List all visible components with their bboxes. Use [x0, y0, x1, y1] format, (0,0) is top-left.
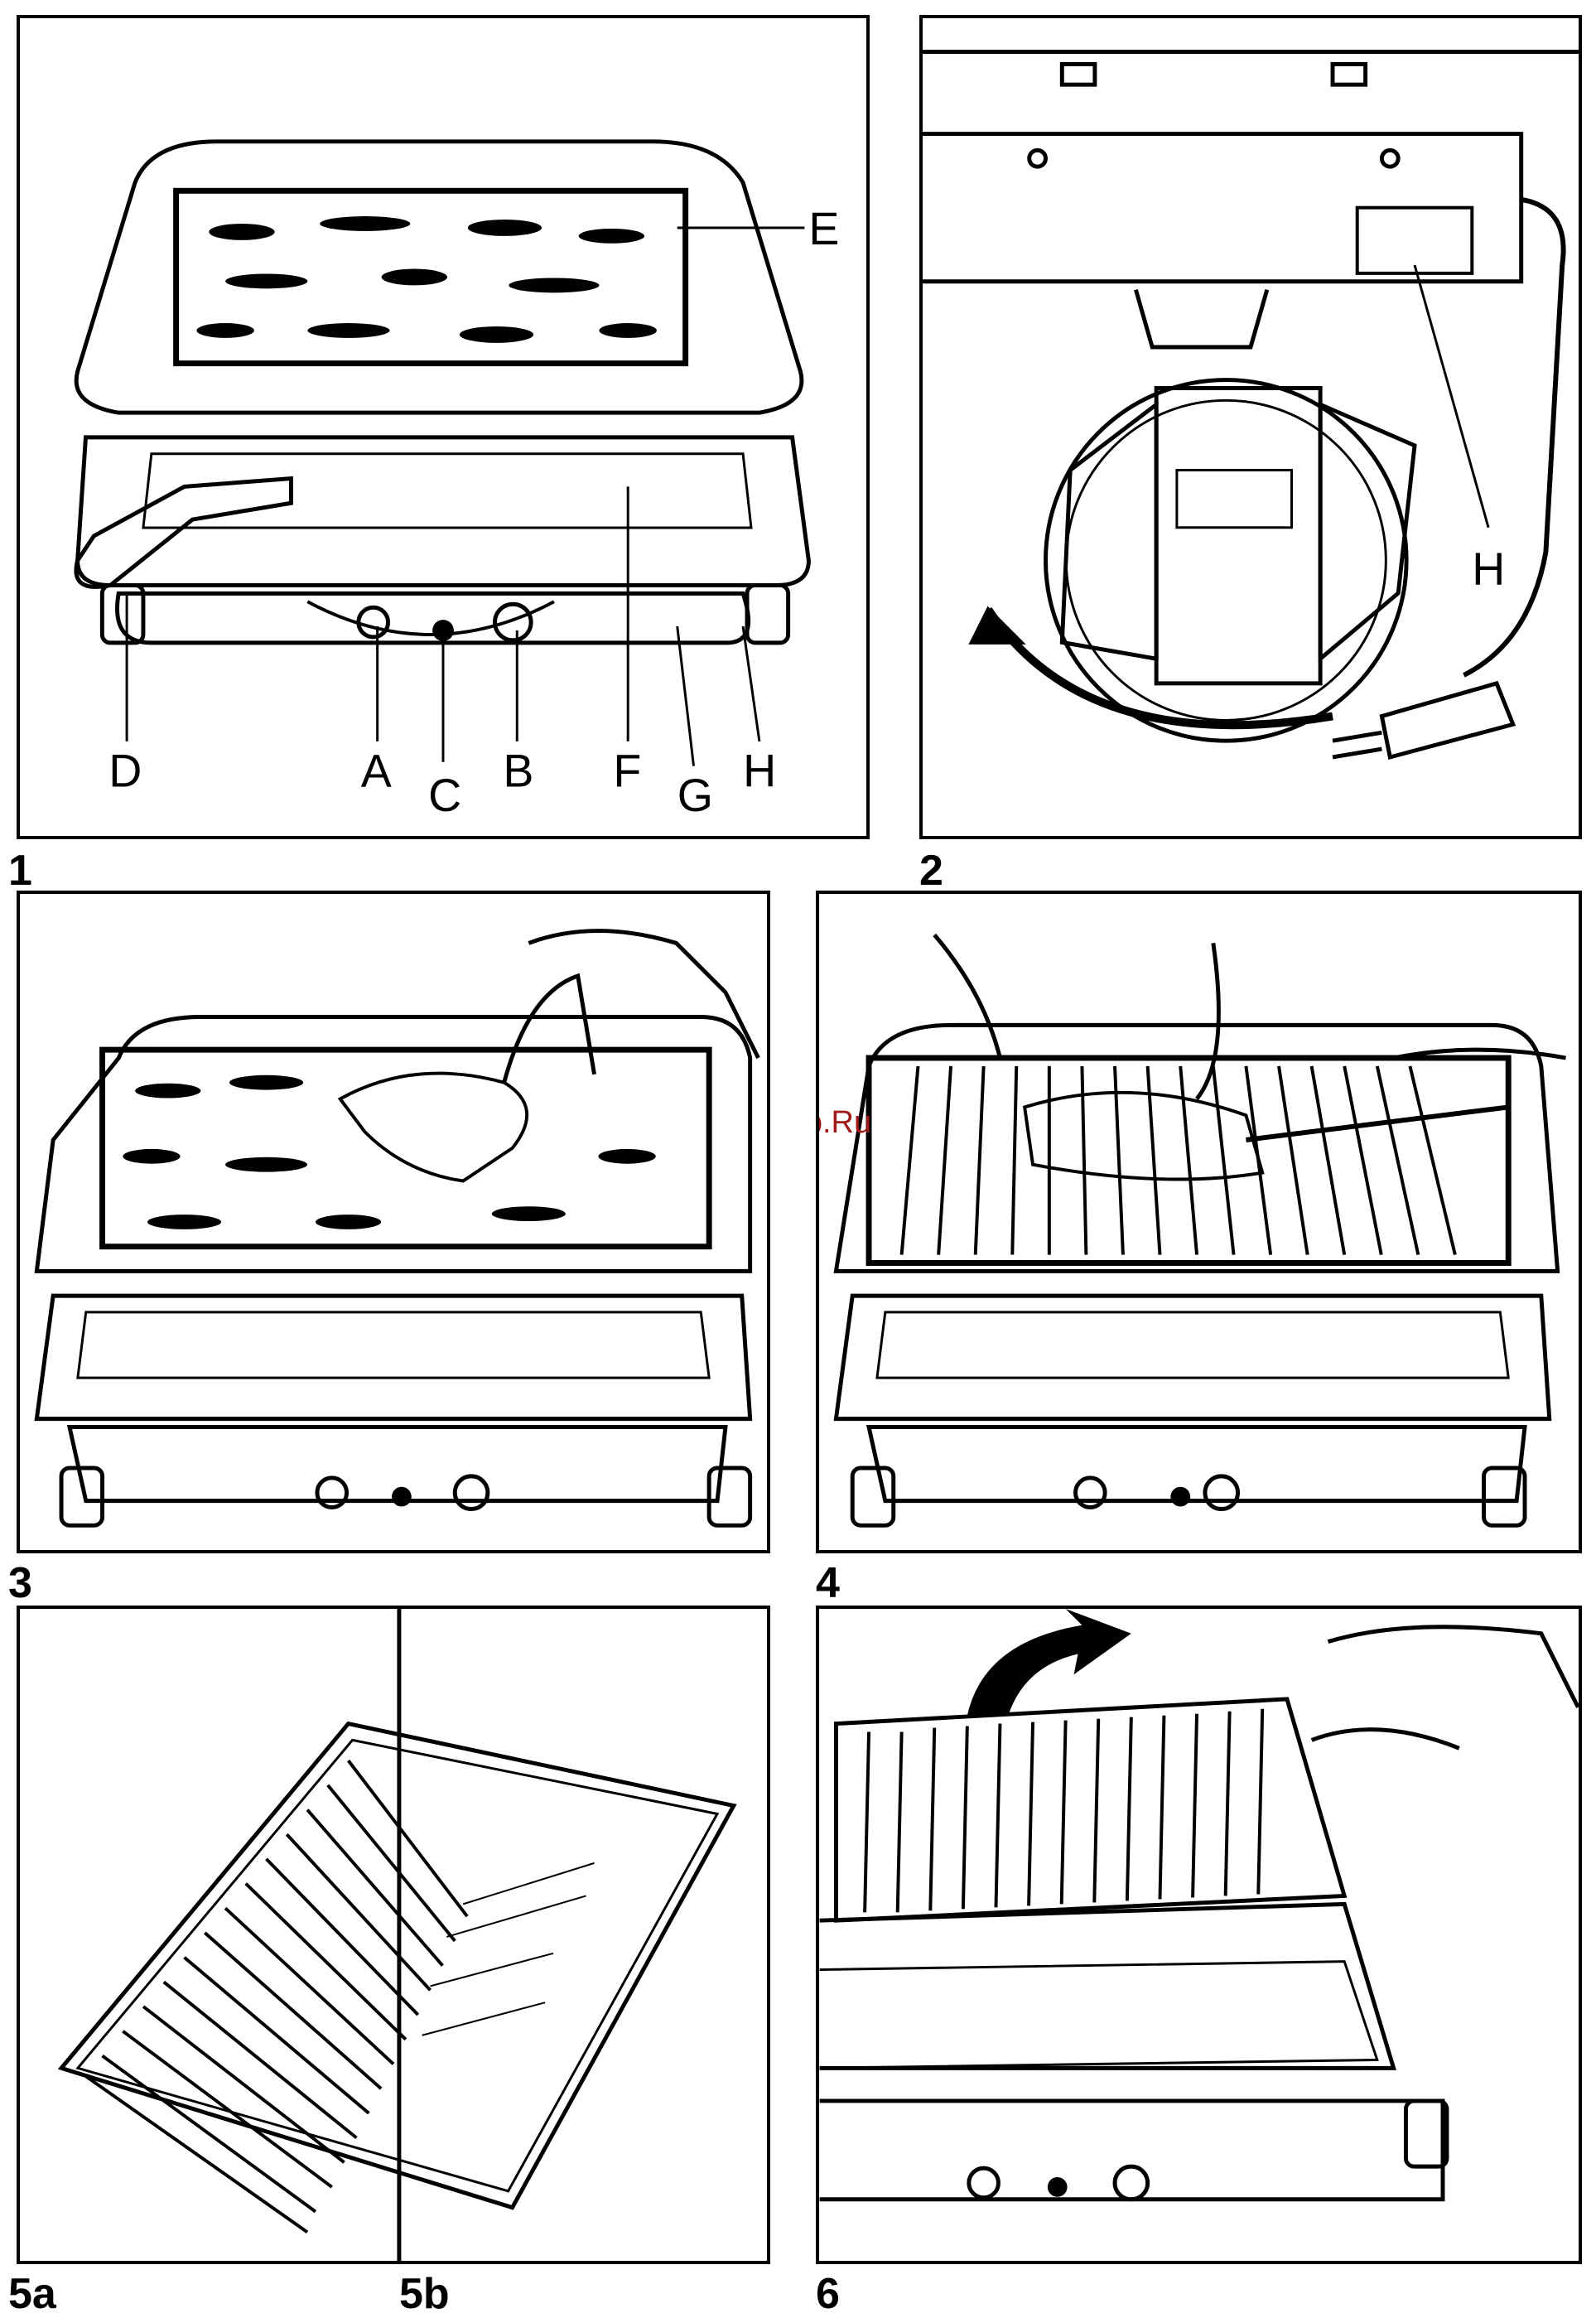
- figure-label-5b: 5b: [399, 2272, 450, 2316]
- callout-b: B: [503, 745, 533, 796]
- figure-label-5a: 5a: [8, 2272, 56, 2316]
- callout-d: D: [108, 745, 142, 796]
- figure-4-panel: McGrp.Ru: [816, 891, 1582, 1553]
- figure-2-panel: H: [919, 15, 1582, 839]
- figure-3-panel: [17, 891, 770, 1553]
- figure-1-panel: E D A C B F G H: [17, 15, 870, 839]
- watermark-text: McGrp.Ru: [816, 1105, 871, 1141]
- callout-h: H: [1472, 543, 1505, 595]
- reversible-plate-illustration: [20, 1609, 767, 2261]
- figure-label-6: 6: [816, 2272, 840, 2316]
- oiling-plate-illustration: [20, 894, 767, 1550]
- callout-g: G: [677, 770, 713, 821]
- callout-e: E: [808, 203, 839, 254]
- plate-removal-illustration: [819, 1609, 1579, 2261]
- figure-label-2: 2: [919, 849, 943, 892]
- callout-c: C: [428, 770, 461, 821]
- callout-f: F: [613, 745, 641, 796]
- figure-6-panel: [816, 1606, 1582, 2264]
- figure-5-panel: [17, 1606, 770, 2264]
- figure-label-3: 3: [8, 1562, 32, 1605]
- figure-label-1: 1: [8, 849, 32, 892]
- callout-h: H: [743, 745, 776, 796]
- grill-overview-illustration: E D A C B F G H: [20, 18, 866, 836]
- grilling-meat-illustration: [819, 894, 1579, 1550]
- figure-label-4: 4: [816, 1562, 840, 1605]
- cord-storage-illustration: H: [923, 18, 1579, 836]
- callout-a: A: [361, 745, 392, 796]
